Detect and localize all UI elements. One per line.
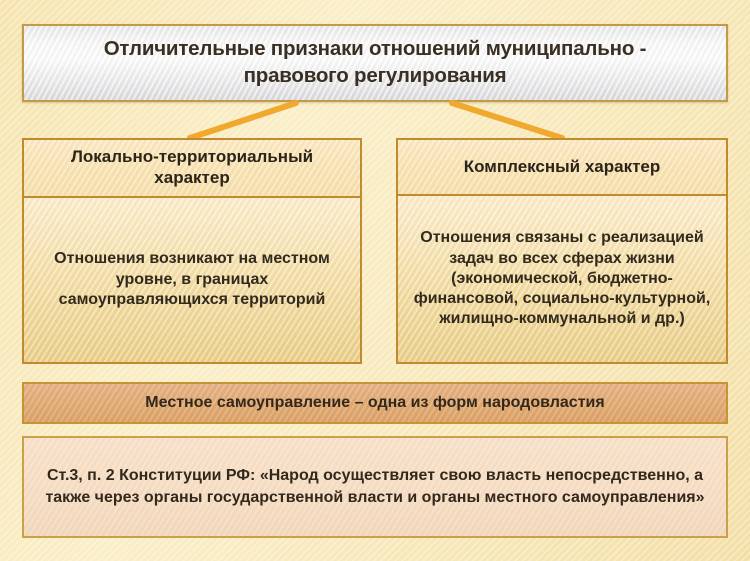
connector-line-right — [449, 100, 565, 141]
branch-body-local-territorial: Отношения возникают на местном уровне, в… — [24, 198, 360, 362]
branch-header-text: Локально-территориальный характер — [70, 147, 314, 187]
branch-header-complex-character: Комплексный характер — [398, 140, 726, 196]
branch-box-complex-character: Комплексный характер Отношения связаны с… — [396, 138, 728, 364]
branch-body-text: Отношения возникают на местном уровне, в… — [54, 249, 330, 309]
statement-bar: Местное самоуправление – одна из форм на… — [22, 382, 728, 424]
slide-title-text: Отличительные признаки отношений муницип… — [103, 37, 647, 87]
branch-body-text: Отношения связаны с реализацией задач во… — [413, 229, 711, 328]
connector-line-left — [187, 100, 299, 141]
branch-header-text: Комплексный характер — [463, 156, 661, 176]
slide-title-banner: Отличительные признаки отношений муницип… — [22, 24, 728, 102]
constitution-quote-text: Ст.3, п. 2 Конституции РФ: «Народ осущес… — [45, 466, 705, 506]
branch-box-local-territorial: Локально-территориальный характер Отноше… — [22, 138, 362, 364]
statement-bar-text: Местное самоуправление – одна из форм на… — [145, 394, 605, 411]
constitution-quote-box: Ст.3, п. 2 Конституции РФ: «Народ осущес… — [22, 436, 728, 538]
branch-body-complex-character: Отношения связаны с реализацией задач во… — [398, 196, 726, 362]
branch-header-local-territorial: Локально-территориальный характер — [24, 140, 360, 198]
